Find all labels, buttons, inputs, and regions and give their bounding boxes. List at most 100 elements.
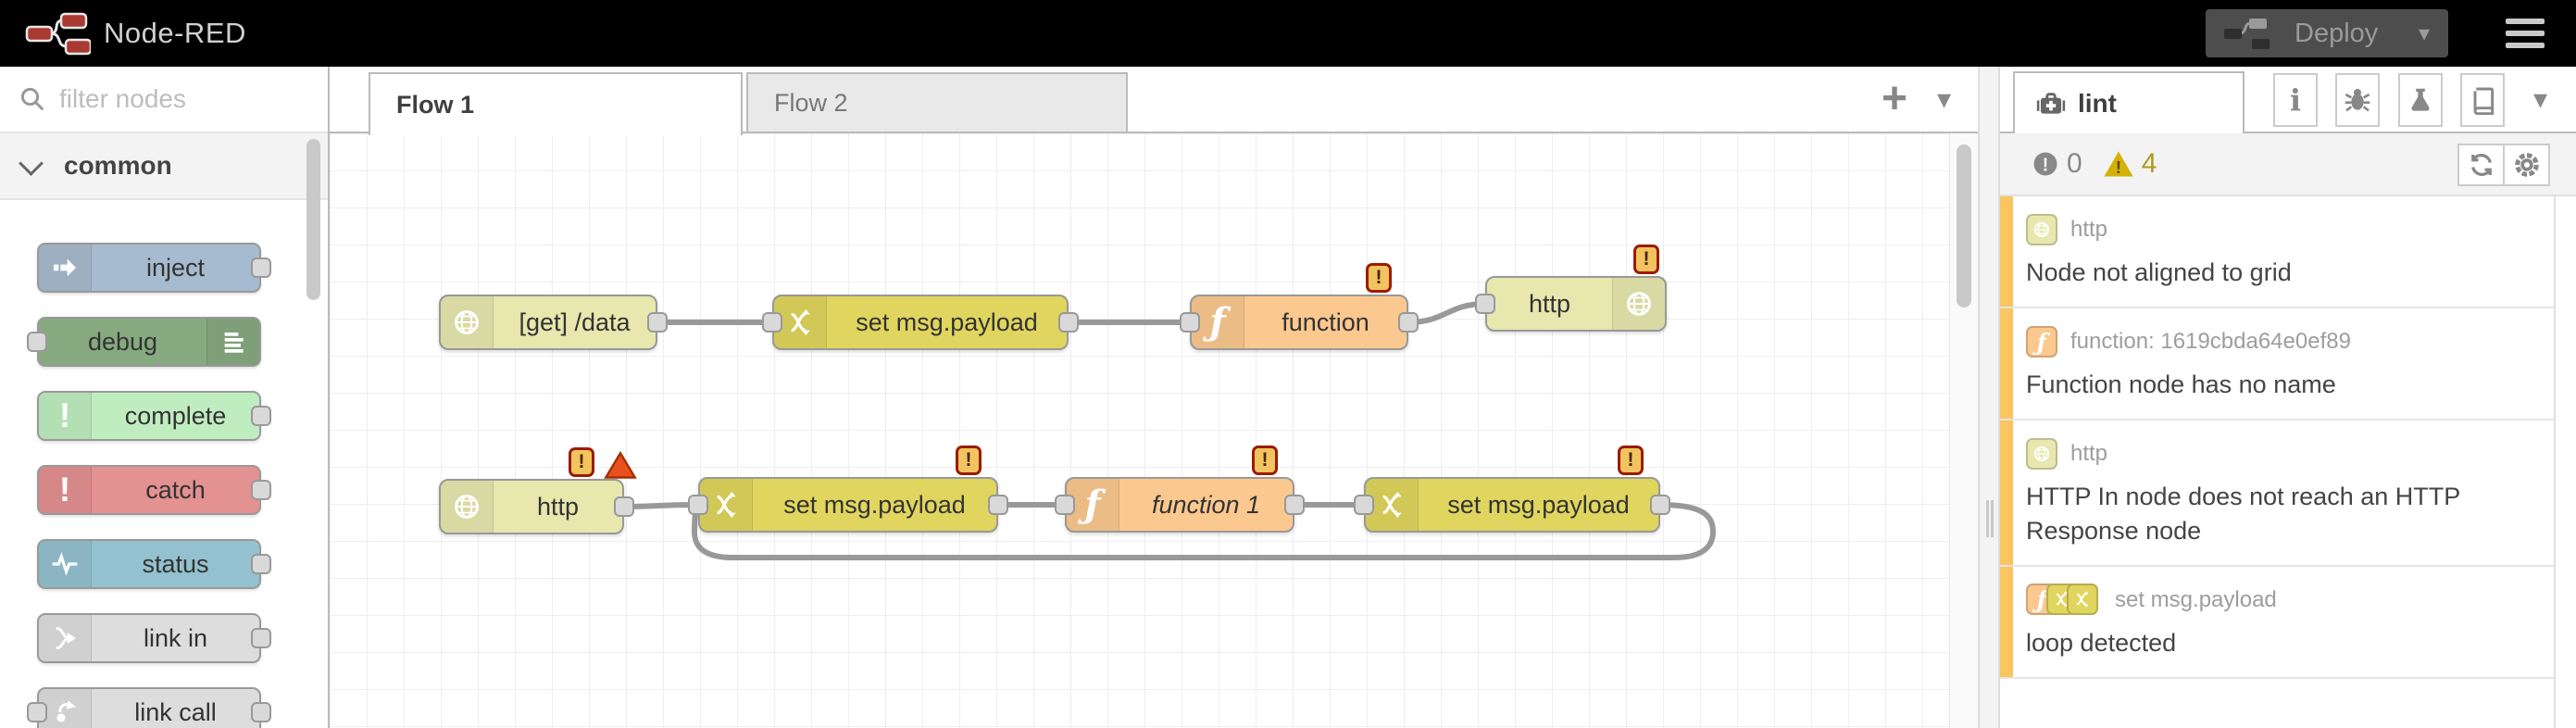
category-label: common <box>64 151 172 180</box>
deploy-label: Deploy <box>2295 18 2379 48</box>
sidebar-tab-label: lint <box>2078 88 2117 118</box>
output-port[interactable] <box>988 495 1008 515</box>
output-port[interactable] <box>1398 312 1419 333</box>
lint-item[interactable]: ƒ set msg.payload loop detected <box>2000 567 2554 679</box>
output-port[interactable] <box>1284 495 1305 515</box>
input-port[interactable] <box>27 702 47 722</box>
output-port[interactable] <box>614 496 634 517</box>
medkit-icon <box>2036 92 2066 114</box>
settings-button[interactable] <box>2503 145 2548 184</box>
error-count-icon: ! <box>2033 152 2057 176</box>
search-input[interactable] <box>57 83 293 115</box>
lint-node-label: set msg.payload <box>2115 587 2277 612</box>
wire-layer <box>621 301 1717 560</box>
function-icon: ƒ <box>2026 326 2057 358</box>
sidebar-tabs-caret-icon[interactable]: ▾ <box>2533 84 2548 115</box>
input-port[interactable] <box>1180 312 1200 333</box>
gear-icon <box>2514 153 2539 177</box>
lint-actions <box>2457 144 2550 186</box>
header: Node-RED Deploy ▾ <box>0 0 2576 67</box>
refresh-button[interactable] <box>2459 145 2503 184</box>
globe-icon <box>441 296 494 348</box>
sidebar-tab-info[interactable]: i <box>2273 73 2318 127</box>
palette-search-row <box>0 67 328 133</box>
canvas-node[interactable]: [get] /data <box>439 295 668 350</box>
canvas-scrollbar[interactable] <box>1957 144 1971 308</box>
output-port[interactable] <box>251 702 271 722</box>
lint-message: Function node has no name <box>2026 370 2336 398</box>
add-flow-button[interactable]: + <box>1881 74 1908 123</box>
input-port[interactable] <box>1475 294 1495 314</box>
chevron-down-icon <box>19 150 44 176</box>
output-port[interactable] <box>251 628 271 648</box>
deploy-icon <box>2224 19 2270 49</box>
palette-node[interactable]: inject <box>37 243 271 293</box>
flow-list-caret-icon[interactable]: ▾ <box>1937 84 1952 115</box>
warning-severity-bar <box>2000 567 2013 677</box>
lint-node-label: http <box>2070 217 2108 242</box>
canvas-node[interactable]: http! <box>439 447 637 534</box>
sidebar-tab-lint[interactable]: lint <box>2013 71 2245 133</box>
lint-node-label: http <box>2070 441 2108 466</box>
palette-node[interactable]: link call <box>27 687 271 728</box>
palette-node[interactable]: !complete <box>37 391 271 441</box>
sidebar-tab-docs[interactable] <box>2460 73 2505 127</box>
palette-node[interactable]: status <box>37 539 271 589</box>
deploy-caret-icon[interactable]: ▾ <box>2418 20 2430 46</box>
palette-node[interactable]: !catch <box>37 465 271 515</box>
input-port[interactable] <box>688 495 708 515</box>
output-port[interactable] <box>251 480 271 500</box>
wire[interactable] <box>1406 301 1488 325</box>
canvas-node[interactable]: set msg.payload <box>762 295 1079 350</box>
change-icon <box>774 296 827 348</box>
canvas-node[interactable]: set msg.payload! <box>688 446 1008 533</box>
change-icon <box>2067 584 2098 615</box>
output-port[interactable] <box>1650 495 1670 515</box>
input-port[interactable] <box>1055 495 1075 515</box>
input-port[interactable] <box>762 312 782 333</box>
excl-icon: ! <box>39 467 92 513</box>
main-menu-icon[interactable] <box>2506 19 2545 55</box>
sidebar-tab-debug[interactable] <box>2335 73 2380 127</box>
globe-icon <box>1612 278 1665 330</box>
palette-category-common[interactable]: common <box>0 133 328 200</box>
wire[interactable] <box>691 502 1717 560</box>
node-palette: common inject debug !complete !catch status… <box>0 67 330 728</box>
deploy-button[interactable]: Deploy ▾ <box>2206 9 2448 57</box>
svg-text:!: ! <box>2116 157 2121 177</box>
palette-node[interactable]: debug <box>27 317 261 367</box>
warning-count: 4 <box>2141 148 2157 179</box>
output-port[interactable] <box>251 554 271 574</box>
sidebar-tab-tests[interactable] <box>2398 73 2443 127</box>
levels-icon <box>206 319 259 365</box>
app-logo: Node-RED <box>24 11 246 56</box>
warning-badge-icon: ! <box>1633 245 1659 274</box>
canvas-node[interactable]: http ! <box>1475 245 1667 332</box>
input-port[interactable] <box>1354 495 1374 515</box>
lint-item[interactable]: http Node not aligned to grid <box>2000 196 2554 308</box>
output-port[interactable] <box>251 406 271 426</box>
palette-scrollbar[interactable] <box>306 139 320 300</box>
wire[interactable] <box>621 502 701 509</box>
change-icon <box>700 479 753 531</box>
warning-badge-icon: ! <box>1618 446 1644 475</box>
change-icon <box>1366 479 1419 531</box>
linkin-icon <box>39 615 92 661</box>
output-port[interactable] <box>1058 312 1079 333</box>
flow-tab-1[interactable]: Flow 1 <box>369 72 743 135</box>
output-port[interactable] <box>251 257 271 278</box>
canvas-node[interactable]: set msg.payload! <box>1354 446 1670 533</box>
node-icon-stack: ƒ <box>2026 582 2102 619</box>
palette-node[interactable]: link in <box>37 613 271 663</box>
lint-item[interactable]: http HTTP In node does not reach an HTTP… <box>2000 420 2554 567</box>
output-port[interactable] <box>647 312 668 333</box>
flow-tab-2[interactable]: Flow 2 <box>746 72 1128 133</box>
sidebar-resize-handle[interactable] <box>1978 67 2000 728</box>
lint-message: HTTP In node does not reach an HTTP Resp… <box>2026 483 2460 545</box>
input-port[interactable] <box>27 332 47 352</box>
